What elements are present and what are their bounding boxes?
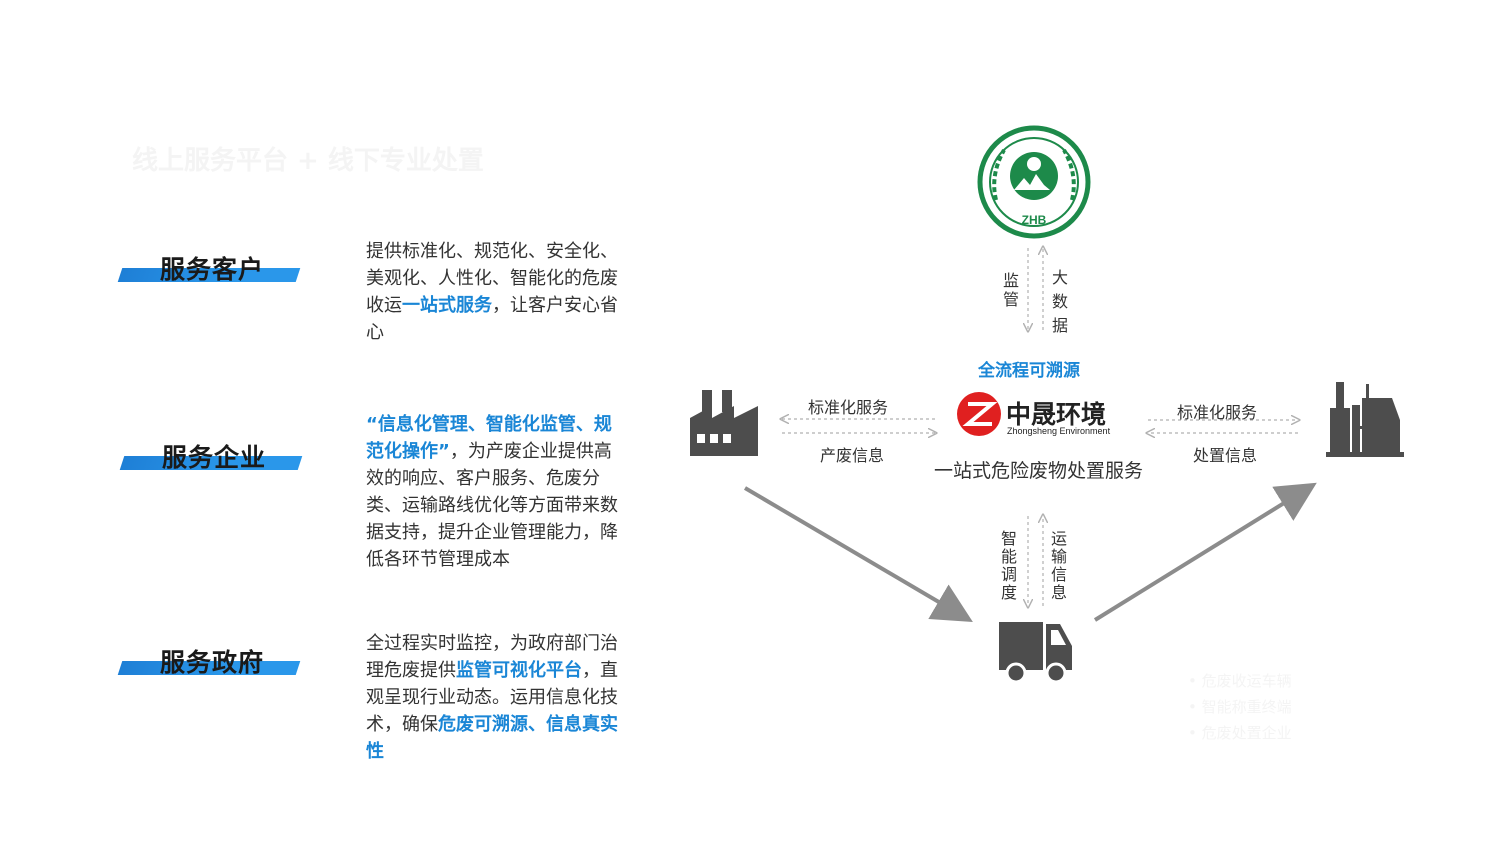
service-customer-title: 服务客户 — [160, 255, 265, 284]
text-segment: ，让客户安心省心 — [366, 295, 618, 343]
highlight-text: 一站式服务 — [402, 295, 492, 316]
highlight-text: “信息化管理、智能化监管、规范化操作” — [366, 414, 612, 462]
factory-to-truck-arrow — [743, 486, 973, 623]
faint-list-item: • 危废收运车辆 — [1188, 672, 1292, 690]
trace-title: 全流程可溯源 — [978, 361, 1080, 381]
company-service-label: 一站式危险废物处置服务 — [934, 460, 1144, 482]
right-disposal-info-label: 处置信息 — [1193, 446, 1258, 465]
service-enterprise-title: 服务企业 — [162, 443, 267, 472]
supervise-label: 监管 — [1002, 271, 1019, 309]
service-label-government: 服务政府 — [117, 643, 301, 679]
service-label-enterprise: 服务企业 — [119, 438, 303, 474]
zhb-seal-logo — [977, 125, 1091, 239]
text-segment: 提供标准化、规范化、安全化、美观化、人性化、智能化的危废收运 — [366, 241, 618, 316]
company-name-en: Zhongsheng Environment — [1007, 426, 1111, 436]
service-customer-text: 提供标准化、规范化、安全化、美观化、人性化、智能化的危废收运一站式服务，让客户安… — [366, 238, 628, 346]
right-standard-service-label: 标准化服务 — [1177, 403, 1258, 422]
faint-list: • 危废收运车辆 • 智能称重终端 • 危废处置企业 — [1188, 668, 1292, 746]
service-government-text: 全过程实时监控，为政府部门治理危废提供监管可视化平台，直观呈现行业动态。运用信息… — [366, 630, 628, 765]
faint-header-text: 线上服务平台 + 线下专业处置 — [132, 146, 484, 176]
faint-list-item: • 智能称重终端 — [1188, 698, 1292, 716]
text-segment: 全过程实时监控，为政府部门治理危废提供 — [366, 633, 618, 681]
dispatch-label: 智能调度 — [1000, 529, 1017, 602]
zhongsheng-logo-mark — [957, 392, 1001, 436]
factory-icon — [690, 390, 758, 456]
highlight-text: 危废可溯源、信息真实性 — [366, 714, 618, 762]
truck-icon — [999, 622, 1072, 684]
highlight-text: 监管可视化平台 — [456, 660, 582, 681]
transport-info-label: 运输信息 — [1050, 529, 1067, 602]
left-waste-info-label: 产废信息 — [820, 446, 885, 465]
faint-list-item: • 危废处置企业 — [1188, 724, 1292, 742]
service-government-title: 服务政府 — [160, 648, 265, 677]
service-enterprise-text: “信息化管理、智能化监管、规范化操作”，为产废企业提供高效的响应、客户服务、危废… — [366, 411, 628, 573]
left-standard-service-label: 标准化服务 — [808, 398, 889, 417]
company-name: 中晟环境 — [1006, 400, 1106, 429]
service-label-customer: 服务客户 — [117, 250, 301, 286]
text-segment: ，为产废企业提供高效的响应、客户服务、危废分类、运输路线优化等方面带来数据支持，… — [366, 441, 618, 570]
text-segment: ，直观呈现行业动态。运用信息化技术，确保 — [366, 660, 618, 735]
disposal-plant-icon — [1326, 382, 1404, 457]
truck-to-plant-arrow — [1093, 482, 1317, 622]
zhb-seal-text: ZHB — [1022, 213, 1047, 227]
bigdata-label: 大数据 — [1051, 268, 1068, 335]
